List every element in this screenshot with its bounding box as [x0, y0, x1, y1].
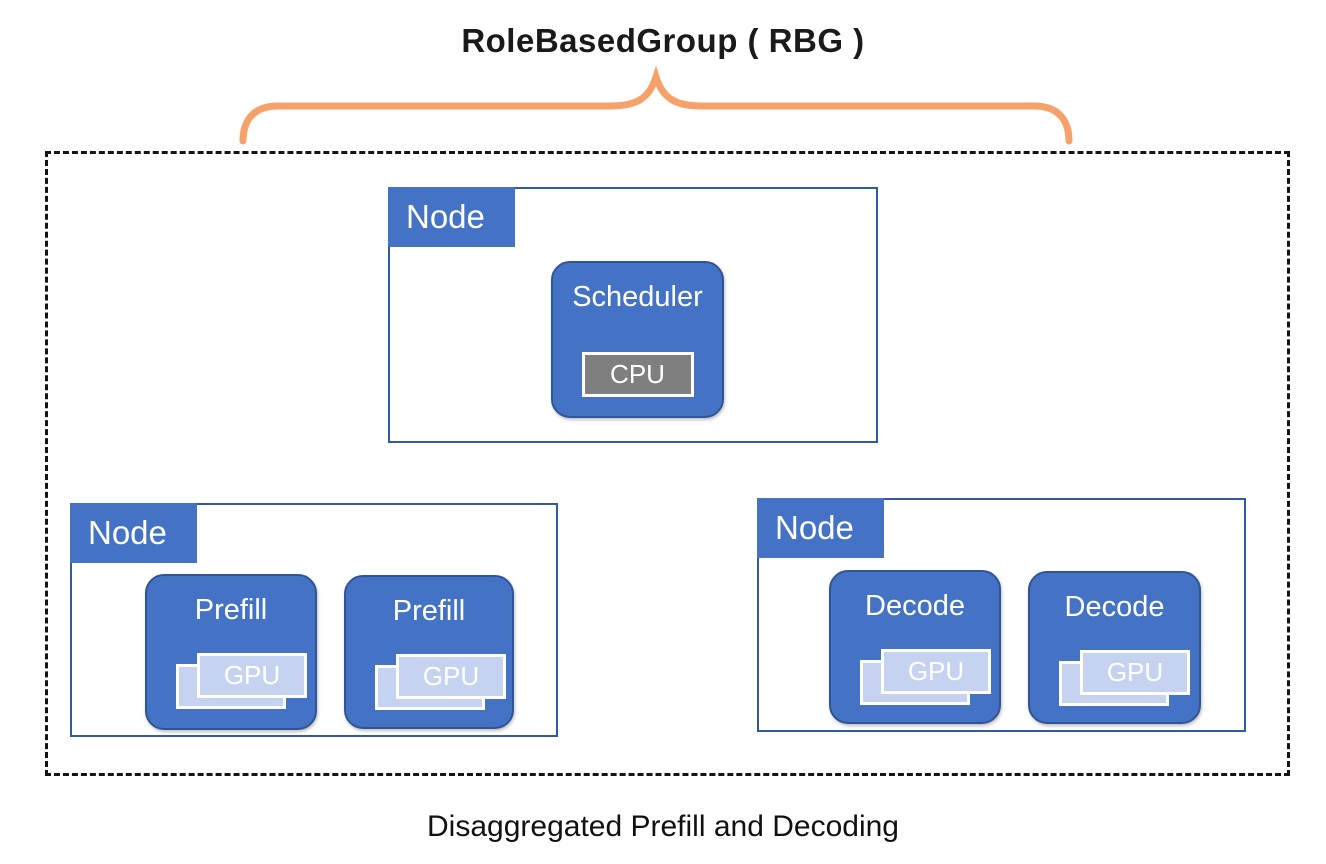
rbg-dashed-boundary: [45, 151, 1290, 776]
gpu-front-card: GPU: [197, 653, 307, 698]
node-label-tab: Node: [757, 498, 884, 558]
role-label: Prefill: [392, 595, 466, 627]
role-box-prefill-1: Prefill GPU: [145, 574, 317, 730]
diagram-title: RoleBasedGroup ( RBG ): [461, 22, 865, 59]
gpu-stack: GPU: [860, 649, 993, 707]
role-label: Scheduler: [572, 281, 703, 313]
node-box-prefill: Node Prefill GPU Prefill GPU: [70, 503, 558, 737]
role-box-decode-1: Decode GPU: [829, 570, 1001, 724]
gpu-stack: GPU: [375, 654, 508, 712]
node-label-tab: Node: [70, 503, 197, 563]
cpu-chip: CPU: [581, 352, 694, 397]
role-label: Decode: [865, 590, 965, 622]
gpu-stack: GPU: [1059, 650, 1192, 708]
role-label: Prefill: [194, 594, 268, 626]
gpu-front-card: GPU: [396, 654, 506, 699]
gpu-front-card: GPU: [881, 649, 991, 694]
node-box-decode: Node Decode GPU Decode GPU: [757, 498, 1246, 732]
role-box-decode-2: Decode GPU: [1028, 571, 1201, 724]
gpu-front-card: GPU: [1080, 650, 1190, 695]
node-box-scheduler: Node Scheduler CPU: [388, 187, 878, 443]
gpu-stack: GPU: [176, 653, 309, 711]
role-box-prefill-2: Prefill GPU: [344, 575, 514, 729]
role-box-scheduler: Scheduler CPU: [551, 261, 724, 418]
diagram-caption: Disaggregated Prefill and Decoding: [427, 810, 899, 843]
node-label-tab: Node: [388, 187, 515, 247]
role-label: Decode: [1064, 591, 1165, 623]
